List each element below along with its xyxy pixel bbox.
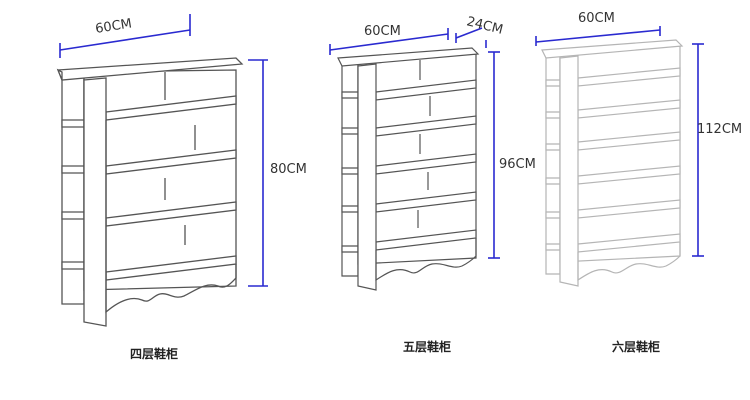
shoe-rack-4-layer [56,57,244,327]
width-line-2 [329,33,449,51]
width-label-1: 60CM [94,16,133,37]
depth-line-2 [455,27,483,39]
caption-4-layer: 四层鞋柜 [130,346,178,361]
shoe-rack-6-layer [541,39,684,287]
height-label-1: 80CM [270,162,307,177]
shoe-rack-5-layer [337,47,480,291]
width-label-2: 60CM [364,24,401,39]
height-label-2: 96CM [499,157,536,172]
height-label-3: 112CM [697,122,742,137]
width-label-3: 60CM [578,11,615,26]
width-line-1 [59,29,191,51]
dimension-lines [59,14,704,287]
depth-label-2: 24CM [465,14,504,37]
caption-5-layer: 五层鞋柜 [403,339,451,354]
caption-6-layer: 六层鞋柜 [612,339,660,354]
width-line-3 [535,29,661,43]
